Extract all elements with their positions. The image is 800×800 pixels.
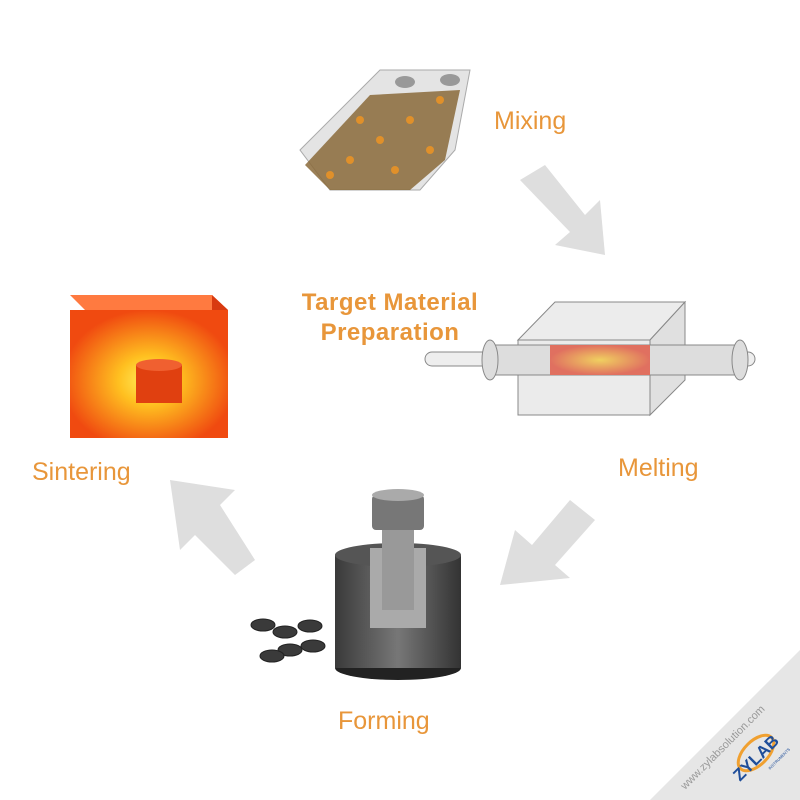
title-line-2: Preparation <box>320 319 460 346</box>
step-label-forming: Forming <box>338 707 430 735</box>
arrow-mixing-to-melting <box>520 165 605 255</box>
watermark: www.zylabsolution.com ZYLAB INSTRUMENTS <box>650 650 800 800</box>
mixer-illustration <box>299 69 471 191</box>
arrow-forming-to-sintering <box>170 480 255 575</box>
arrow-melting-to-forming <box>500 500 595 585</box>
furnace-illustration <box>424 300 756 417</box>
step-label-mixing: Mixing <box>494 107 567 135</box>
step-label-sintering: Sintering <box>32 458 131 486</box>
step-label-melting: Melting <box>618 454 699 482</box>
press-illustration <box>250 489 461 680</box>
sintering-illustration <box>70 295 228 438</box>
cycle-arrows <box>170 165 605 585</box>
diagram-title: Target Material Preparation <box>280 288 500 348</box>
title-line-1: Target Material <box>301 289 479 316</box>
